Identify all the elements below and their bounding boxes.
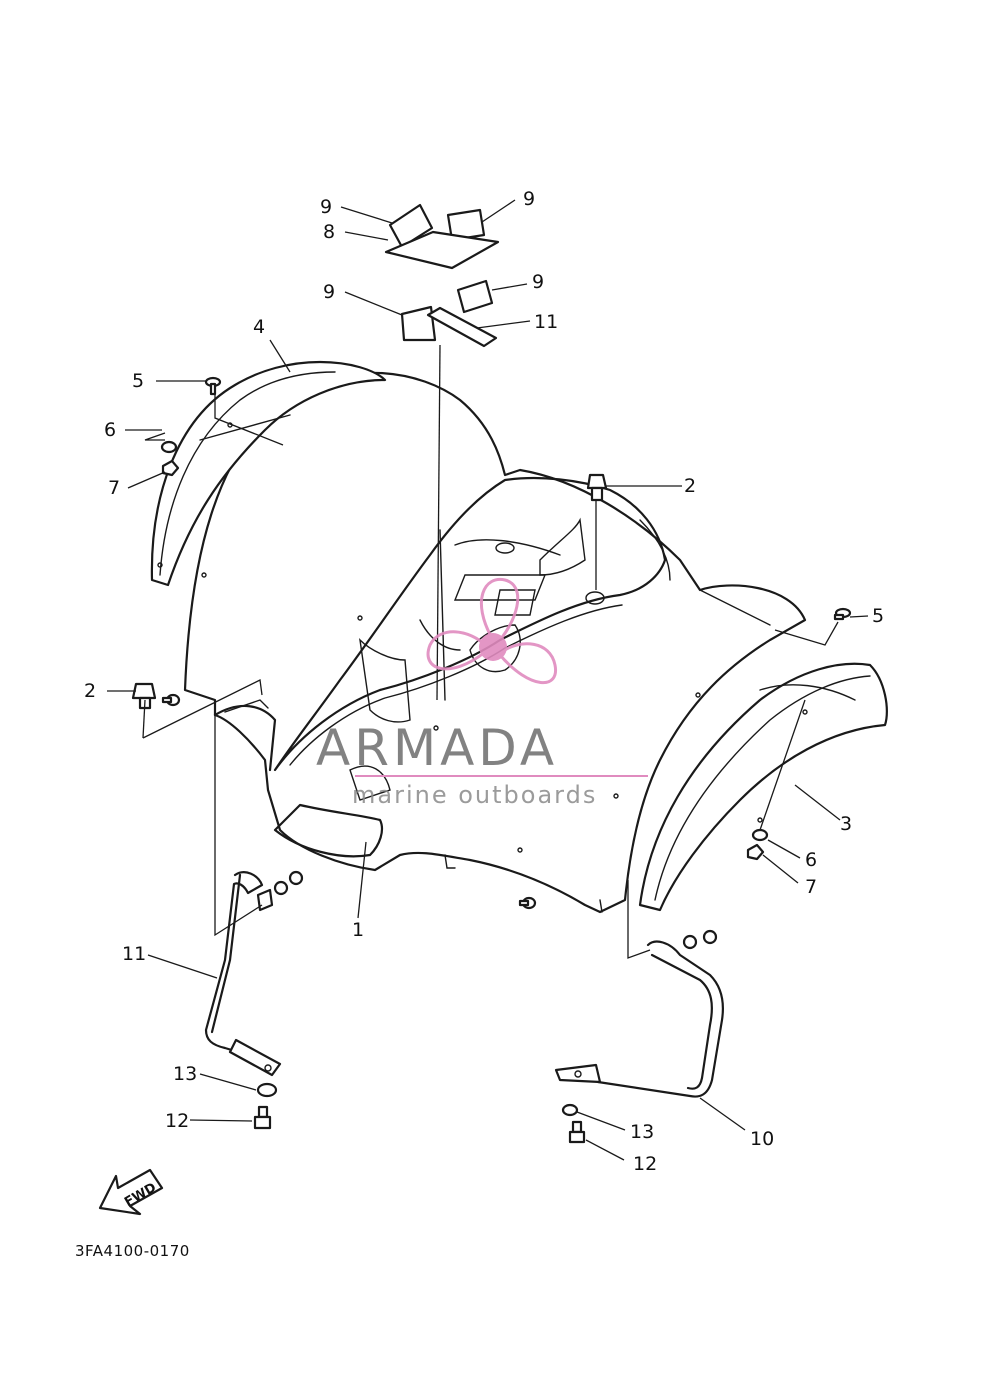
callout-12-right: 12 — [633, 1153, 657, 1175]
callout-2-left: 2 — [84, 680, 96, 702]
decal-pads — [384, 203, 500, 348]
callout-1: 1 — [352, 919, 364, 941]
screw-left-fender-icon — [161, 693, 181, 707]
callout-6-right: 6 — [805, 849, 817, 871]
callout-9-b: 9 — [523, 188, 535, 210]
washer-13-left-icon — [256, 1082, 278, 1098]
callout-leaders — [107, 199, 869, 1161]
callout-12-left: 12 — [165, 1110, 189, 1132]
callout-9-d: 9 — [323, 281, 335, 303]
callout-13-left: 13 — [173, 1063, 197, 1085]
callout-3: 3 — [840, 813, 852, 835]
nut-right-bar-icon — [702, 929, 718, 945]
bolt-2-left-icon — [131, 682, 157, 710]
screw-5-top-icon — [204, 376, 222, 396]
callout-9-c: 9 — [532, 271, 544, 293]
left-grab-bar — [204, 871, 282, 1077]
bolt-12-left-icon — [253, 1105, 272, 1130]
left-mudflap — [150, 360, 387, 587]
callout-numbers: 1 2 2 3 4 5 5 6 6 7 7 8 9 9 9 9 10 11 11… — [84, 188, 884, 1175]
washer-right-bar-icon — [682, 934, 698, 950]
fwd-arrow-icon: FWD — [98, 1168, 164, 1216]
watermark-title: ARMADA — [316, 719, 558, 777]
callout-5-right: 5 — [872, 605, 884, 627]
right-grab-bar — [554, 940, 724, 1098]
bolt-2-top-icon — [586, 473, 608, 502]
right-mudflap — [638, 662, 888, 912]
washer-13-right-icon — [561, 1103, 579, 1117]
watermark-subtitle: marine outboards — [352, 781, 597, 809]
callout-11-top: 11 — [534, 311, 558, 333]
callout-11-left: 11 — [122, 943, 146, 965]
screw-5-right-icon — [833, 607, 852, 621]
callout-2-top: 2 — [684, 475, 696, 497]
bolt-12-right-icon — [568, 1120, 586, 1144]
washer-6-left-icon — [160, 440, 178, 454]
washer-left-bar-icon — [273, 880, 289, 896]
assembly-lines — [142, 344, 839, 959]
callout-4: 4 — [253, 316, 265, 338]
nut-7-right-icon — [746, 843, 765, 861]
propeller-logo-icon — [426, 577, 558, 685]
callout-6-left: 6 — [104, 419, 116, 441]
nut-left-bar-icon — [288, 870, 304, 886]
callout-5-left: 5 — [132, 370, 144, 392]
watermark: ARMADA marine outboards — [316, 577, 648, 809]
diagram-part-number: 3FA4100-0170 — [75, 1242, 190, 1260]
callout-9-a: 9 — [320, 196, 332, 218]
washer-6-right-icon — [751, 828, 769, 842]
callout-7-left: 7 — [108, 477, 120, 499]
fasteners — [131, 376, 852, 1144]
callout-8: 8 — [323, 221, 335, 243]
screw-bottom-fender-icon — [518, 896, 537, 910]
callout-7-right: 7 — [805, 876, 817, 898]
callout-10: 10 — [750, 1128, 774, 1150]
nut-7-left-icon — [161, 459, 180, 477]
callout-13-right: 13 — [630, 1121, 654, 1143]
